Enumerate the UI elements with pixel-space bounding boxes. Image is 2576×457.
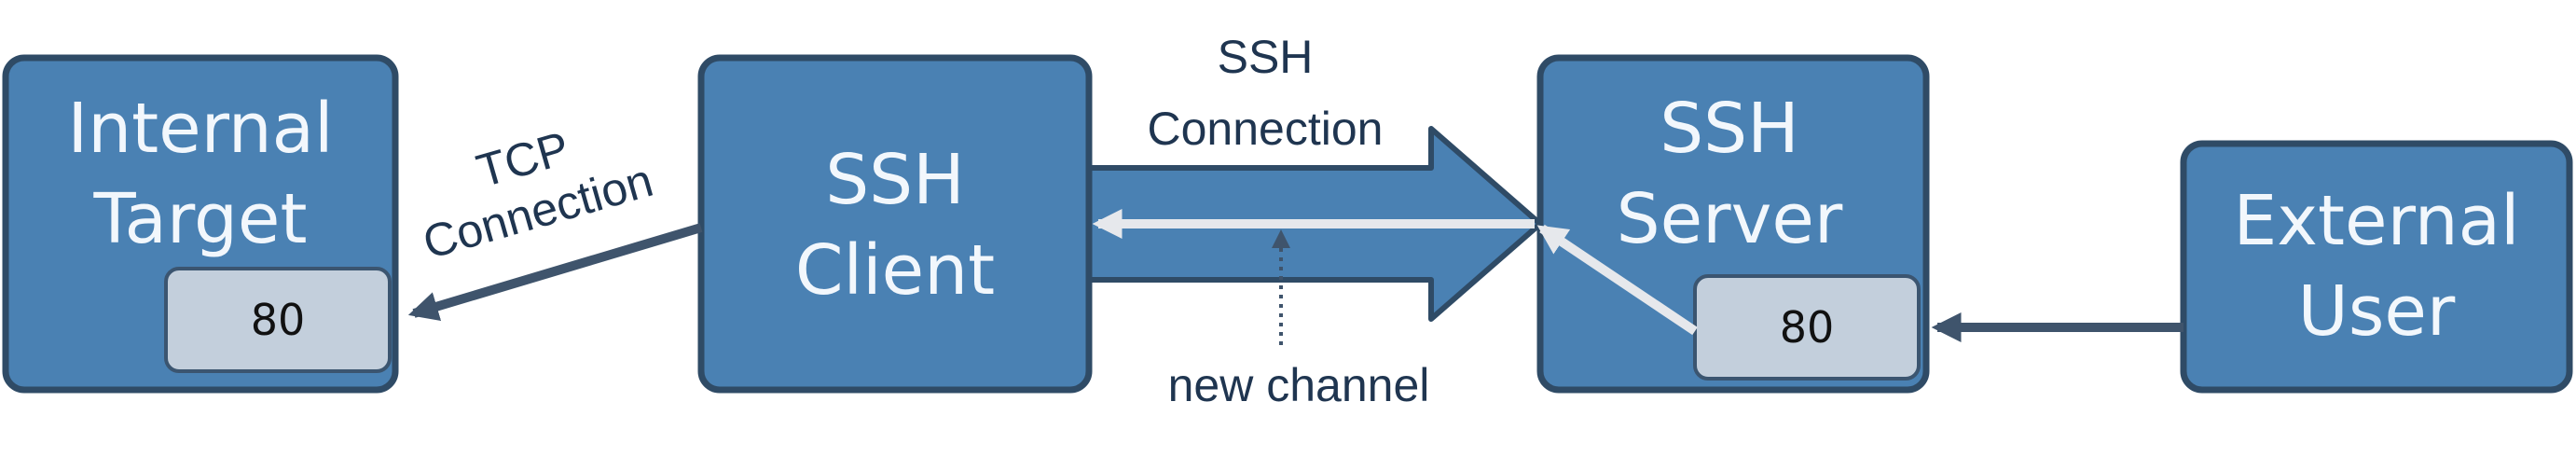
external-user-box (2180, 140, 2573, 394)
ssh-server-port: 80 (1693, 274, 1921, 381)
tcp-connection-label: TCP Connection (418, 121, 659, 269)
external-user-node: External User (2180, 140, 2573, 394)
ssh-server-label-line1: SSH (1660, 89, 1799, 169)
internal-target-port-label: 80 (251, 295, 306, 345)
ssh-client-label-line1: SSH (825, 140, 965, 220)
external-user-label-line2: User (2298, 271, 2456, 352)
ssh-client-box (697, 54, 1093, 394)
ssh-server-port-label: 80 (1780, 302, 1835, 353)
new-channel-label: new channel (1168, 359, 1430, 411)
ssh-client-node: SSH Client (697, 54, 1093, 394)
tcp-connection-arrow (407, 223, 703, 322)
ssh-server-label-line2: Server (1617, 179, 1843, 259)
internal-target-port: 80 (164, 267, 392, 373)
ssh-connection-label-line1: SSH (1218, 31, 1314, 83)
internal-target-port-box (164, 267, 392, 373)
internal-target-label-line2: Target (93, 179, 308, 259)
server-port-forward-arrow (1536, 224, 1698, 336)
ssh-connection-label-line2: Connection (1148, 103, 1384, 155)
external-user-label-line1: External (2233, 181, 2519, 261)
ssh-client-label-line2: Client (795, 230, 995, 311)
internal-target-label-line1: Internal (67, 89, 333, 169)
